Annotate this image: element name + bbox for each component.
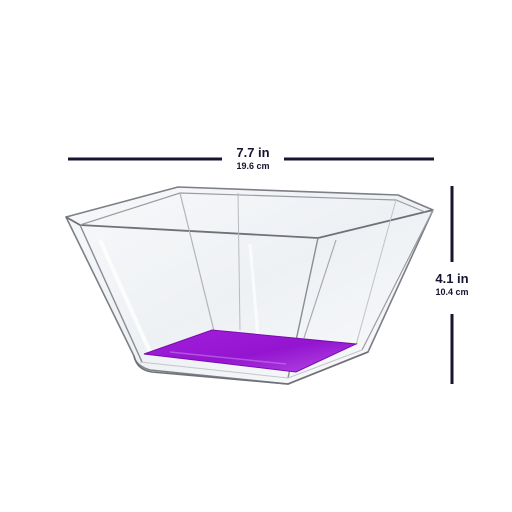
- height-inches: 4.1 in: [435, 271, 469, 286]
- height-dimension-label: 4.1 in 10.4 cm: [426, 272, 478, 297]
- bowl-base-edge: [133, 351, 369, 385]
- height-centimeters: 10.4 cm: [435, 287, 469, 297]
- width-centimeters: 19.6 cm: [236, 161, 270, 171]
- bowl-front-rim: [65, 209, 434, 239]
- glass-bowl: [65, 186, 434, 385]
- bowl-purple-base: [143, 329, 358, 373]
- bowl-back-rim: [79, 192, 426, 226]
- width-inches: 7.7 in: [236, 145, 270, 160]
- width-dimension-label: 7.7 in 19.6 cm: [226, 146, 280, 171]
